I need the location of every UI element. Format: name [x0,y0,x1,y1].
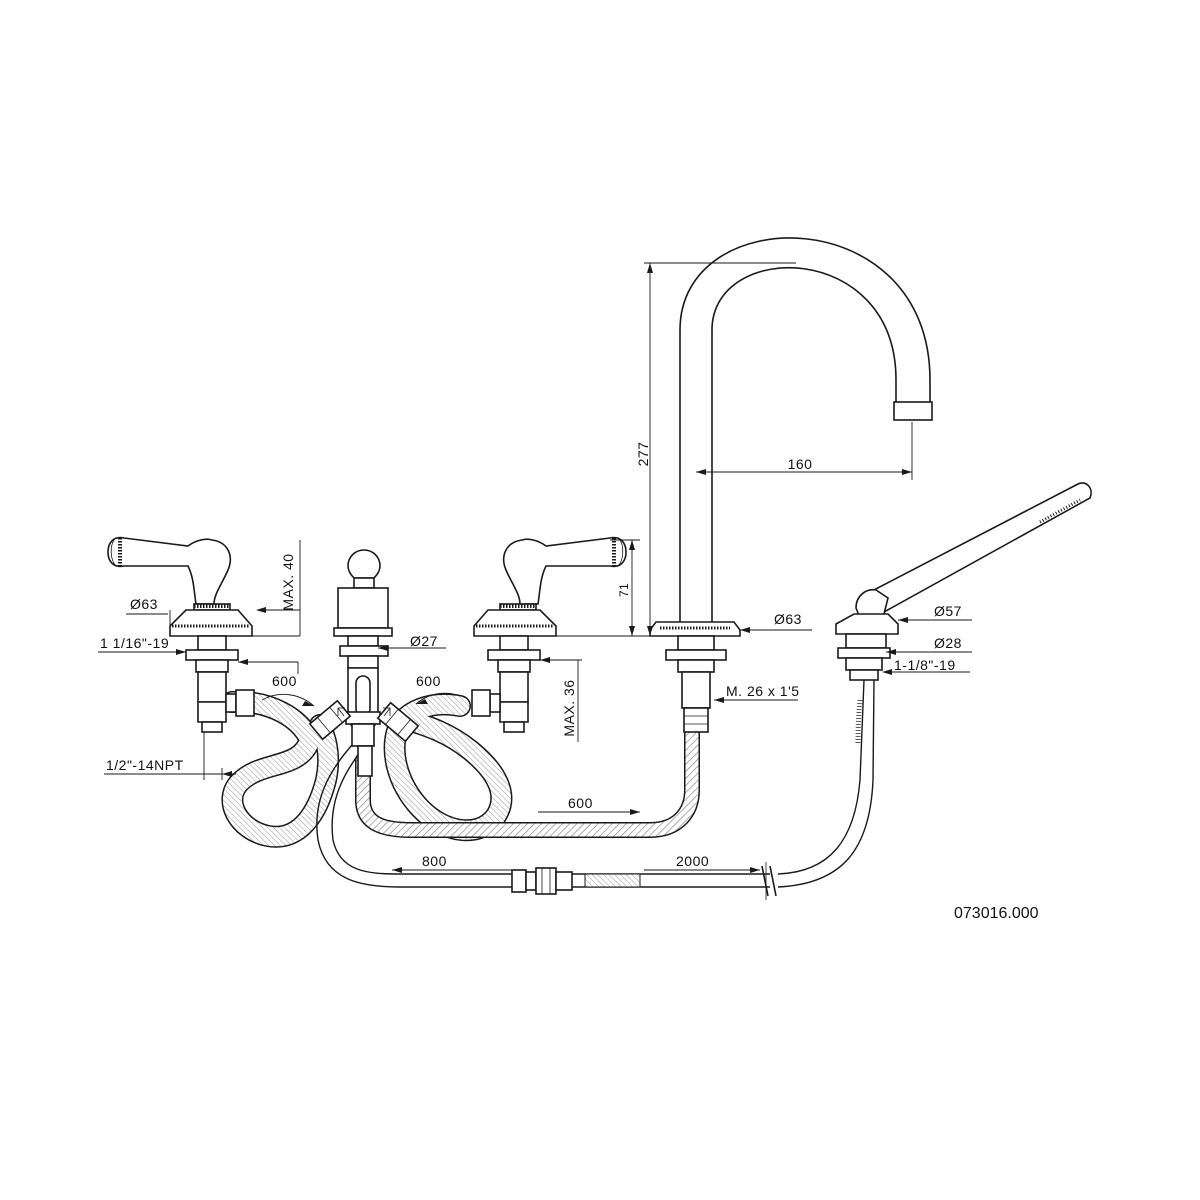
shower-hose [316,679,875,900]
dim-hose-left: 600 [272,673,297,689]
dim-left-handle-height: MAX. 40 [280,553,296,610]
dim-hose-right: 600 [416,673,441,689]
product-code: 073016.000 [954,905,1039,922]
dim-handshower-base-diameter: Ø57 [934,603,962,619]
dim-handle-height-right: 71 [617,583,631,597]
dim-spout-base-diameter: Ø63 [774,611,802,627]
spout [649,237,933,733]
spout-braided-hose [355,727,700,838]
dim-left-handle-base-diameter: Ø63 [130,596,158,612]
dim-hose-spout: 600 [568,795,593,811]
dim-center-thread-diameter: Ø27 [410,633,438,649]
dim-right-deck-thickness: MAX. 36 [561,679,577,736]
dim-hose-shower: 2000 [676,853,709,869]
dim-inlet-thread: 1/2"-14NPT [106,757,184,773]
dim-left-valve-thread: 1 1/16"-19 [100,635,169,651]
dim-handshower-thread: 1-1/8"-19 [894,657,956,673]
dim-hose-diverter: 800 [422,853,447,869]
dim-spout-height: 277 [635,442,651,467]
left-braided-hose [221,690,340,848]
hand-shower [835,482,1092,681]
dim-spout-reach: 160 [788,456,813,472]
dim-spout-thread: M. 26 x 1'5 [726,683,800,699]
dimension-labels: 277 160 71 Ø63 Ø57 Ø28 1-1/8"-19 M. 26 x… [100,442,1039,922]
dimension-lines [98,262,972,873]
left-handle-valve [107,536,255,733]
right-handle-valve [471,536,627,733]
dim-handshower-thread-diameter: Ø28 [934,635,962,651]
